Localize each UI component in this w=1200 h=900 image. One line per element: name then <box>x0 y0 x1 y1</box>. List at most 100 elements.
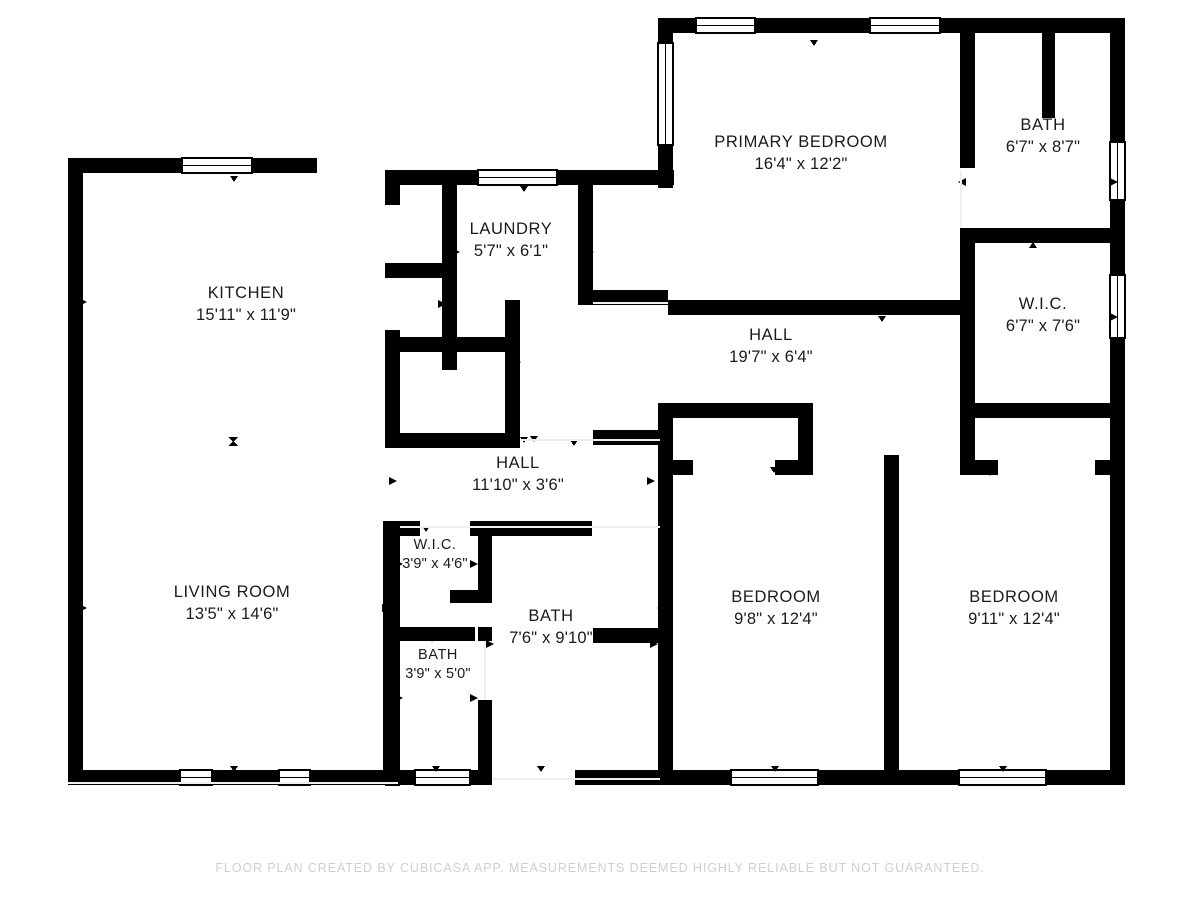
window-bathsmall-south <box>414 769 471 786</box>
window-bedroom3-south <box>958 769 1047 786</box>
door-marker-primary-south <box>812 306 820 312</box>
door-marker-hall2-north2 <box>570 440 578 446</box>
door-marker-living-south <box>230 766 238 772</box>
door-marker-utility-lower <box>513 358 521 366</box>
wall-bed3-closet-top <box>960 403 1110 418</box>
door-marker-bathhall-east <box>650 640 658 648</box>
wall-bathsmall-top <box>385 627 475 641</box>
door-marker-bathsmall-south <box>432 766 440 772</box>
door-marker-living-east <box>382 604 390 612</box>
disclaimer-text: FLOOR PLAN CREATED BY CUBICASA APP. MEAS… <box>215 861 985 875</box>
door-marker-bath-east <box>1110 178 1118 186</box>
wall-utility-left-lower <box>385 330 400 448</box>
wall-laundry-right <box>578 185 593 297</box>
door-marker-hall2-east <box>647 477 655 485</box>
windows-group <box>179 17 1126 786</box>
walls-group <box>68 18 1125 786</box>
wall-living-bottom-right <box>310 770 398 785</box>
window-primary-north-right <box>869 17 941 34</box>
wall-laundry-bottom <box>578 290 668 305</box>
window-primary-north-left <box>695 17 756 34</box>
door-marker-utility-mid <box>438 300 446 308</box>
wall-bath-partition <box>1042 33 1055 118</box>
wall-bathhall-bottom <box>575 770 658 785</box>
door-marker-hall-primary <box>960 262 968 268</box>
wall-primary-right-upper <box>960 33 975 168</box>
door-marker-bathsmall-north <box>428 636 436 642</box>
wall-bed3-bottom-left <box>884 770 959 785</box>
door-marker-bathsmall-east <box>470 694 478 702</box>
wall-bed2-closet-left <box>658 403 673 470</box>
door-marker-bed2-closet <box>770 467 778 473</box>
window-wic-east <box>1109 274 1126 339</box>
door-marker-kitchen-west <box>79 298 87 306</box>
door-marker-hall-wic <box>960 314 968 322</box>
window-living-south-right <box>278 769 311 786</box>
wall-bed2-bed3-divider <box>884 455 899 785</box>
wall-wic-hall-top <box>385 521 420 536</box>
wall-wic-bottom-stub <box>960 403 975 470</box>
wall-lowercenter-left <box>385 521 400 786</box>
wall-kitchen-top-right <box>252 158 317 173</box>
wall-utility-bottom-left <box>385 433 443 448</box>
wall-primary-top-mid <box>755 18 870 33</box>
window-kitchen-north <box>181 157 253 174</box>
wall-bed3-closet-bottom-stub2 <box>1095 460 1125 475</box>
wall-bed2-bottom-right <box>818 770 899 785</box>
door-marker-primary-north <box>810 40 818 46</box>
wall-right-exterior-bedroom <box>1110 455 1125 785</box>
door-marker-kitchen-north <box>230 176 238 182</box>
door-marker-bathsmall-west2 <box>395 694 403 702</box>
door-marker-wic-bottom <box>986 470 994 476</box>
wall-living-bottom-mid <box>212 770 279 785</box>
wall-bed2-closet-top <box>658 403 813 418</box>
door-marker-wic-east <box>1110 313 1118 321</box>
door-marker-bed3-west <box>890 604 898 612</box>
wall-laundry-top-left <box>385 170 478 185</box>
door-marker-bed2-west <box>657 604 665 612</box>
wall-utility-lower-horz <box>385 337 515 352</box>
door-marker-hall-north <box>878 316 886 322</box>
door-marker-laundry-west <box>452 248 460 256</box>
door-marker-kitchen-stairs-b <box>228 441 238 446</box>
window-laundry-north <box>477 169 558 186</box>
wall-bed3-closet-bottom-stub <box>960 460 998 475</box>
door-marker-bath-wic-divider <box>1029 233 1037 239</box>
wall-bathsmall-bottom-left <box>385 770 415 785</box>
wall-hall2-north-right <box>593 430 658 445</box>
wall-utility-bottom-right <box>442 433 520 448</box>
wall-laundry-top-right <box>557 170 674 185</box>
wall-bed2-left <box>658 460 673 785</box>
wall-bathhall-right-stub <box>593 628 658 643</box>
door-marker-utility-bottom <box>463 344 471 350</box>
door-marker-wic-hall-west <box>395 560 403 568</box>
door-marker-bath-wic-divider2 <box>1029 242 1037 248</box>
wall-primary-top-left <box>658 18 696 33</box>
door-marker-wic-hall-east <box>470 560 478 568</box>
door-marker-kitchen-stairs-a <box>228 437 238 442</box>
wall-bathsmall-top-right <box>478 627 492 641</box>
wall-bed2-closet-right <box>798 403 813 470</box>
door-marker-bed2-east <box>884 604 892 612</box>
openings-group <box>68 170 962 784</box>
wall-living-bottom-left <box>68 770 180 785</box>
door-marker-bed3-east <box>1110 604 1118 612</box>
wall-primary-bottom-left <box>658 173 673 188</box>
wall-primary-bottom <box>668 300 975 315</box>
wall-utility-bottom-stub <box>505 425 520 448</box>
window-living-south-left <box>179 769 213 786</box>
door-marker-laundry-east2 <box>586 248 594 256</box>
window-bedroom2-south <box>730 769 819 786</box>
door-marker-hall2-west <box>389 477 397 485</box>
wall-topright-exterior-mid <box>1110 200 1125 275</box>
door-marker-laundry-east <box>578 248 586 256</box>
wall-laundry-left <box>442 185 457 370</box>
wall-primary-top-right <box>940 18 1110 33</box>
window-bath-east <box>1109 141 1126 201</box>
wall-utility-inner-vert <box>505 300 520 440</box>
door-marker-bathsmall-west <box>395 626 403 634</box>
wall-bathsmall-right-lower <box>478 700 492 772</box>
door-marker-bed2-south <box>771 766 779 772</box>
